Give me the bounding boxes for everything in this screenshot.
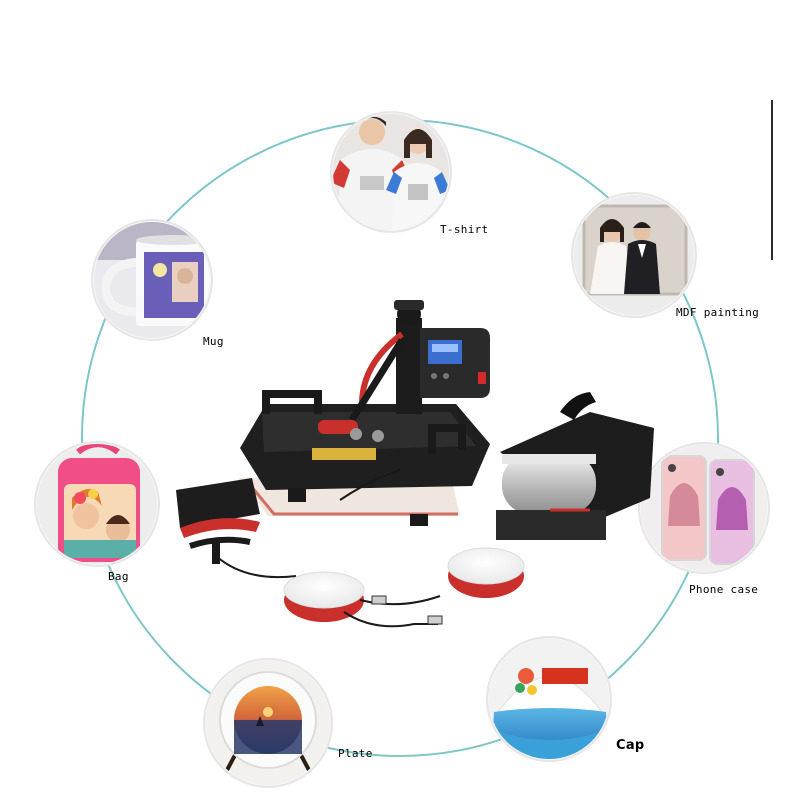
cap-label: Cap [616,738,645,753]
edge-line [771,100,773,260]
bag-label: Bag [108,570,129,583]
plate-label: Plate [338,747,373,760]
plate-press-pads [215,547,525,628]
plate-photo [203,658,333,788]
phone-case-label: Phone case [689,583,758,596]
bag-photo [34,441,160,567]
tshirt-photo [330,111,452,233]
mug-label: Mug [203,335,224,348]
phone-case-photo [638,442,770,574]
cap-photo [486,636,612,762]
mdf-painting-label: MDF painting [676,306,759,319]
mug-press-attachment [496,392,654,540]
heat-press-machine [238,300,490,526]
mdf-painting-photo [571,192,697,318]
tshirt-label: T-shirt [440,223,488,236]
cap-press-attachment [176,478,260,564]
mug-photo [91,219,213,341]
